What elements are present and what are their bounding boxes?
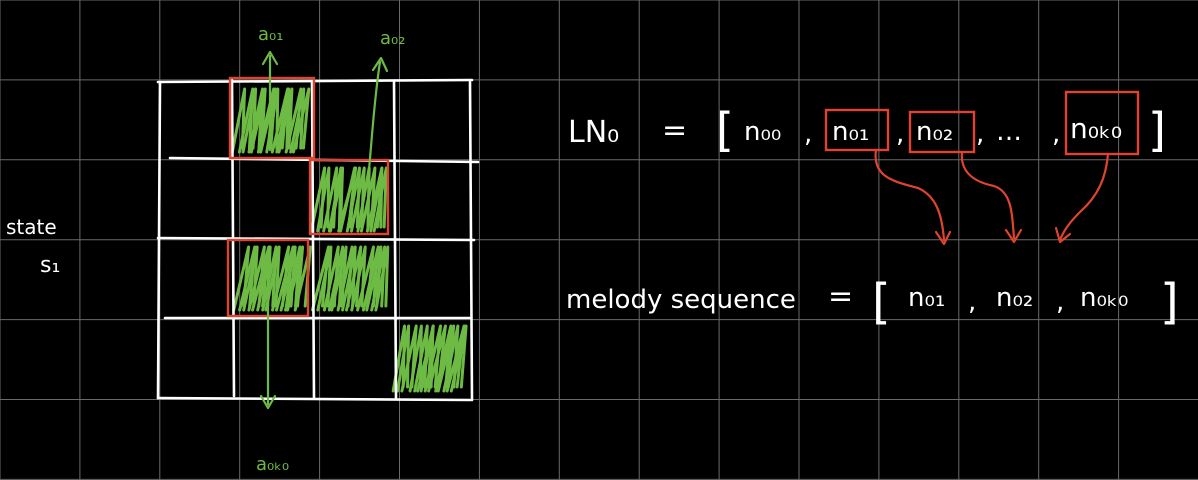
state-label-line1: state	[6, 215, 57, 239]
arrow-n01	[874, 148, 946, 242]
hatch-stroke	[365, 245, 383, 312]
melody-comma-1: ,	[1056, 287, 1064, 317]
hatch-stroke	[341, 245, 357, 312]
hatch-stroke	[284, 245, 302, 312]
hatch-stroke	[336, 245, 354, 312]
hatch-stroke	[310, 245, 331, 312]
hatch-stroke	[286, 245, 305, 312]
ln-boxes	[824, 90, 1140, 156]
highlight-cell-a01	[228, 76, 316, 160]
action-arrows	[259, 50, 389, 410]
melody-open-bracket: [	[872, 274, 891, 330]
hatch-stroke	[434, 324, 453, 393]
hatch-stroke	[277, 87, 294, 154]
melody-lhs: melody sequence	[566, 285, 796, 315]
shaded-cells	[230, 87, 468, 393]
arrow-a0k0-head	[259, 394, 277, 410]
melody-item-2: n₀ₖ₀	[1080, 283, 1128, 313]
hatch-stroke	[237, 87, 255, 154]
state-label-line2: s₁	[40, 253, 60, 278]
ln-comma-3: ,	[1052, 119, 1060, 149]
arrow-n01-head	[934, 230, 952, 246]
ln-item-2: n₀₂	[916, 117, 953, 147]
shaded-cell	[230, 87, 311, 154]
ln-equation: LN₀ = [ n₀₀ , n₀₁ , n₀₂ , … , n₀ₖ₀ ]	[568, 90, 1166, 157]
label-a0k0: a₀ₖ₀	[256, 454, 289, 475]
ln-box-item-1	[824, 108, 890, 152]
ln-equals: =	[662, 113, 687, 148]
arrow-n0k0-head	[1054, 226, 1072, 244]
ln-lhs: LN₀	[568, 115, 619, 150]
hatch-stroke	[327, 245, 345, 312]
hatch-stroke	[264, 245, 281, 312]
hatch-stroke	[345, 166, 361, 233]
hatch-stroke	[247, 245, 266, 312]
hatch-stroke	[423, 324, 443, 393]
melody-equals: =	[828, 279, 853, 314]
shaded-cell	[310, 245, 390, 312]
hatch-stroke	[372, 166, 388, 233]
hatch-stroke	[275, 87, 291, 154]
arrow-a01-head	[261, 50, 279, 66]
hatch-stroke	[289, 87, 306, 154]
hatch-stroke	[329, 166, 345, 233]
ln-box-item-4	[1064, 90, 1140, 156]
ln-item-3: …	[996, 117, 1022, 147]
hatch-stroke	[370, 245, 387, 312]
hatch-stroke	[445, 324, 466, 393]
melody-item-1: n₀₂	[996, 283, 1033, 313]
hatch-stroke	[361, 245, 380, 312]
melody-close-bracket: ]	[1160, 274, 1179, 330]
arrow-n02	[960, 150, 1016, 240]
selection-arrows	[874, 148, 1110, 246]
state-grid-lines	[156, 78, 480, 402]
ln-item-1: n₀₁	[832, 117, 869, 147]
hatch-stroke	[247, 87, 265, 154]
highlight-cell-a02	[308, 158, 390, 236]
shaded-cell	[232, 245, 312, 312]
label-a01: a₀₁	[258, 24, 283, 45]
hatch-stroke	[374, 245, 390, 312]
arrow-n0k0	[1058, 152, 1110, 242]
hatch-stroke	[271, 245, 291, 312]
ln-item-0: n₀₀	[744, 117, 781, 147]
ln-open-bracket: [	[716, 103, 734, 157]
hatch-stroke	[369, 166, 384, 233]
ln-comma-2: ,	[976, 119, 984, 149]
shaded-cell	[309, 166, 388, 233]
ln-comma-1: ,	[896, 119, 904, 149]
arrow-a02	[366, 60, 382, 182]
hatch-stroke	[291, 87, 311, 154]
shaded-cell	[391, 324, 468, 393]
arrow-a02-head	[371, 56, 389, 73]
melody-item-0: n₀₁	[908, 283, 945, 313]
melody-comma-0: ,	[968, 287, 976, 317]
ln-box-item-2	[908, 110, 976, 154]
ln-close-bracket: ]	[1148, 103, 1166, 157]
label-a02: a₀₂	[380, 28, 405, 49]
arrow-n02-head	[1004, 228, 1023, 244]
hatch-stroke	[449, 324, 468, 393]
ln-item-4: n₀ₖ₀	[1070, 112, 1122, 145]
hatch-stroke	[275, 245, 295, 312]
ln-comma-0: ,	[804, 119, 812, 149]
hatch-stroke	[442, 324, 460, 393]
hatch-stroke	[238, 245, 257, 312]
melody-equation: melody sequence = [ n₀₁ , n₀₂ , n₀ₖ₀ ]	[566, 274, 1179, 330]
state-grid	[156, 76, 480, 402]
